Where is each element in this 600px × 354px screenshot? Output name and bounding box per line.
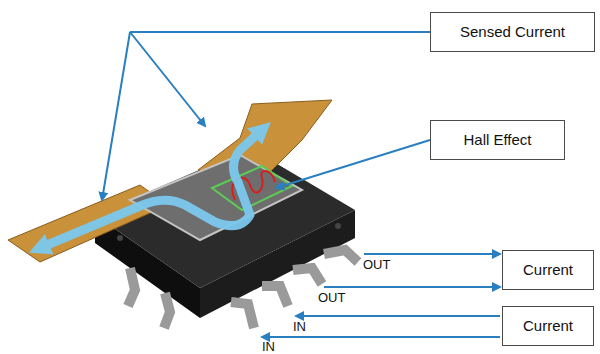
signal-line xyxy=(324,286,500,288)
box-label: Current xyxy=(523,261,573,279)
hall-element xyxy=(212,166,292,210)
notch xyxy=(117,235,123,241)
signal-line xyxy=(296,315,500,317)
pin-name: OUT xyxy=(363,257,390,272)
box-label: Current xyxy=(523,317,573,335)
pin-name: IN xyxy=(293,319,306,334)
notch xyxy=(335,223,341,229)
current-path xyxy=(40,130,262,248)
signal-box: Current xyxy=(502,306,594,346)
pin xyxy=(293,268,322,284)
pin xyxy=(128,268,135,306)
pin xyxy=(164,293,170,328)
pin-name: IN xyxy=(262,339,275,354)
signal-box: Current xyxy=(502,250,594,290)
pin xyxy=(324,250,358,262)
pin xyxy=(262,286,288,306)
leader-line xyxy=(130,31,430,33)
box-label: Hall Effect xyxy=(463,131,531,149)
callout-box: Hall Effect xyxy=(430,120,565,160)
pin xyxy=(231,302,254,328)
signal-line xyxy=(364,253,500,255)
pin-name: OUT xyxy=(318,290,345,305)
callout-box: Sensed Current xyxy=(430,12,595,52)
signal-line xyxy=(262,336,500,338)
leader-line xyxy=(130,32,205,126)
box-label: Sensed Current xyxy=(460,23,565,41)
leader-line xyxy=(276,140,430,188)
leader-line xyxy=(102,32,130,200)
